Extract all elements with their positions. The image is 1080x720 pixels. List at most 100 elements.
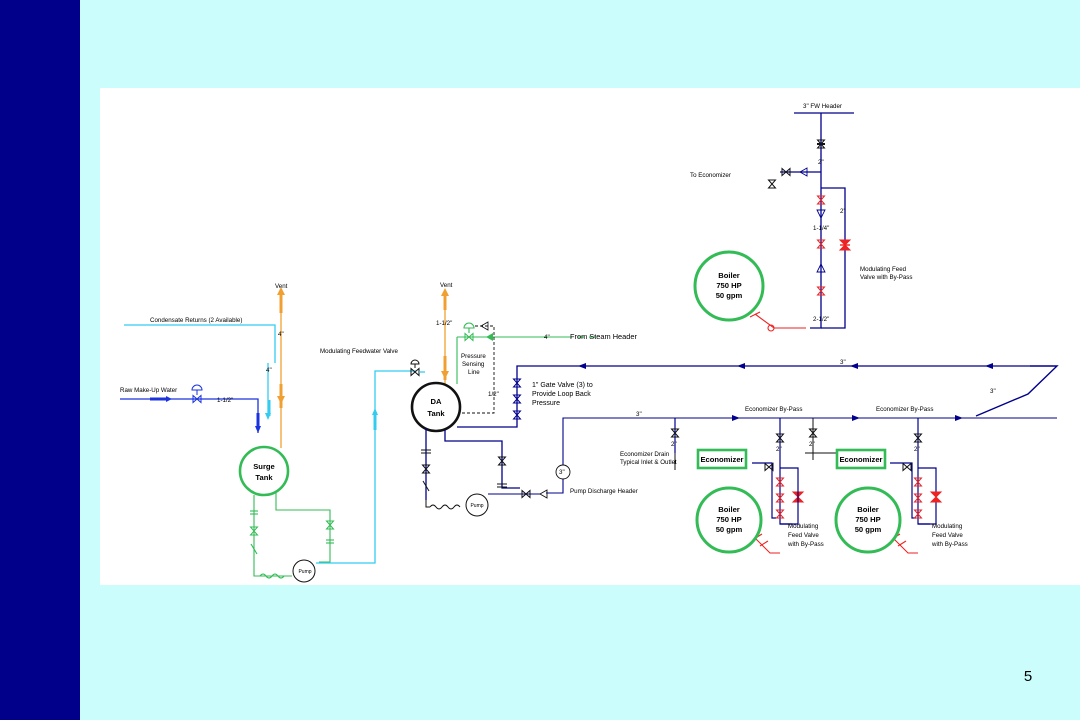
surge-tank-drain-piping [249,493,335,579]
size-2-b2: 2" [914,446,920,453]
size-2-right: 2" [840,208,846,215]
pump-1-label: Pump [298,569,311,575]
surge-tank [238,445,290,497]
vent-da-label: Vent [440,282,453,289]
boiler-top-line-3: 50 gpm [716,291,743,300]
mod-feed-b1-label-2: Feed Valve [788,532,819,539]
steam-supply-piping [456,322,596,384]
pump-discharge-header-label: Pump Discharge Header [570,488,638,495]
top-valves [767,139,826,296]
da-vent-arrow [441,288,449,296]
gate-valve-label-1: 1" Gate Valve (3) to [532,382,593,389]
boiler-2-line-3: 50 gpm [855,525,882,534]
pressure-sensing-label-3: Line [468,369,480,376]
gate-valve-label-3: Pressure [532,400,560,407]
economizer-1-drains [674,418,840,470]
to-economizer-label: To Economizer [690,172,731,179]
boiler-feedwater-diagram: Surge Tank Pump [100,88,1080,585]
size-2-b1c: 2" [809,441,815,448]
economizer-bypass-label-1: Economizer By-Pass [745,406,802,413]
economizer-2-label: Economizer [839,455,882,464]
makeup-control-valve [191,384,203,403]
size-1-5-da: 1-1/2" [436,320,452,327]
da-vent-down-arrow [441,371,449,379]
pump-discharge-check-arrow [539,489,548,499]
boiler-2 [834,486,902,554]
economizer-drain-label-2: Typical Inlet & Outlet [620,459,677,466]
size-3-circle: 3" [559,469,565,476]
top-check-arrows [799,167,826,273]
mod-feed-top-label-1: Modulating Feed [860,266,907,273]
size-4-steam: 4" [544,334,550,341]
size-4a: 4" [278,331,284,338]
header-flow-arrows [578,363,993,421]
surge-tank-label-2: Tank [255,473,273,482]
economizer-1-label: Economizer [700,455,743,464]
boiler-2-line-2: 750 HP [855,515,880,524]
boiler-top-line-2: 750 HP [716,281,741,290]
mod-feed-b2-label-2: Feed Valve [932,532,963,539]
size-1-5-raw: 1-1/2" [217,397,233,404]
boiler-2-line-1: Boiler [857,505,879,514]
pressure-sensing-line [460,325,495,414]
pump-1 [292,559,316,583]
pump-discharge-gauge [555,464,571,480]
size-4b: 4" [266,367,272,374]
gate-valve-label-2: Provide Loop Back [532,391,591,398]
economizer-2 [835,448,887,470]
boiler-1 [695,486,763,554]
modulating-feedwater-valve-label: Modulating Feedwater Valve [320,348,399,355]
size-3-mid: 3" [636,411,642,418]
economizer-drain-label-1: Economizer Drain [620,451,670,458]
raw-makeup-label: Raw Make-Up Water [120,387,177,394]
da-pump-suction [421,449,507,510]
da-tank-label-2: Tank [427,409,445,418]
size-1-25: 1-1/4" [813,225,829,232]
size-half: 1/2" [488,391,499,398]
from-steam-header-label: From Steam Header [570,332,637,341]
boiler-top [693,250,765,322]
size-3-top: 3" [840,359,846,366]
size-2-top: 2" [818,159,824,166]
pump-1-flow-arrow [372,408,378,415]
da-tank [410,381,462,433]
economizer-bypass-label-2: Economizer By-Pass [876,406,933,413]
modulating-feedwater-valve [410,359,425,376]
top-red-to-boiler [749,311,806,332]
vent-surge-label: Vent [275,283,288,290]
fw-header-label: 3" FW Header [803,103,842,110]
top-bypass-modulating-valve [838,239,852,251]
da-tank-label-1: DA [431,397,442,406]
sensing-check-arrow [480,321,489,331]
pump-2-label: Pump [470,503,483,509]
mod-feed-b1-label-1: Modulating [788,523,819,530]
surge-tank-arrows [166,287,285,433]
surge-tank-label-1: Surge [253,462,275,471]
top-fw-header-piping [780,112,854,329]
mod-feed-b1-label-3: with By-Pass [787,541,824,548]
pressure-sensing-label-1: Pressure [461,353,486,360]
economizer-1 [696,448,748,470]
boiler-1-line-3: 50 gpm [716,525,743,534]
size-2-5: 2-1/2" [813,316,829,323]
size-3-right: 3" [990,388,996,395]
slide-number: 5 [1023,668,1033,685]
pump-1-discharge-piping [316,370,416,564]
boiler-top-line-1: Boiler [718,271,740,280]
pump-2 [465,493,489,517]
mod-feed-b2-label-1: Modulating [932,523,963,530]
mod-feed-top-label-2: Valve with By-Pass [860,274,913,281]
left-sidebar-bar [0,0,80,720]
boiler-2-bypass-valve [929,491,943,503]
feedwater-header-loop [975,365,1059,417]
mod-feed-b2-label-3: with By-Pass [931,541,968,548]
boiler-1-line-1: Boiler [718,505,740,514]
boiler-1-line-2: 750 HP [716,515,741,524]
size-2-b1b: 2" [776,446,782,453]
condensate-returns-label: Condensate Returns (2 Available) [150,317,242,324]
pipe-size-labels: 4" 4" 1-1/2" 1-1/2" 4" 1/2" 3" 3" 3" 3" … [217,159,996,476]
da-pump-piping [425,365,1030,500]
boiler-1-bypass-piping [780,467,799,525]
size-2-b1: 2" [671,441,677,448]
pump-discharge-piping [488,417,1057,499]
